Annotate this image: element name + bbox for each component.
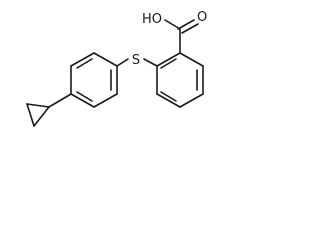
bond-double-inner: [76, 91, 93, 102]
bond-carbonyl: [181, 23, 199, 34]
hydroxyl-label: HO: [142, 12, 162, 27]
bond: [93, 52, 118, 67]
sulfur-label: S: [132, 53, 140, 68]
bond: [116, 58, 129, 67]
bond: [26, 103, 35, 127]
bond: [48, 93, 72, 108]
molecule-diagram: HO O S: [26, 10, 207, 127]
bond: [156, 93, 181, 108]
bond: [179, 93, 204, 108]
bond: [179, 52, 204, 67]
bond: [26, 103, 50, 108]
bond-double-inner: [160, 91, 177, 102]
bond: [33, 106, 50, 127]
bonds: [26, 19, 204, 127]
bond-double-inner: [76, 58, 93, 69]
bond: [156, 52, 181, 67]
bond: [143, 58, 158, 67]
carbonyl-oxygen-label: O: [197, 10, 207, 25]
bond-carbonyl: [177, 19, 195, 30]
bond: [70, 52, 95, 67]
bond: [70, 93, 95, 108]
bond: [164, 19, 181, 30]
atom-labels: HO O S: [132, 10, 207, 68]
structure-canvas: HO O S: [0, 0, 232, 150]
bond: [93, 93, 118, 108]
bond-double-inner: [160, 58, 177, 69]
